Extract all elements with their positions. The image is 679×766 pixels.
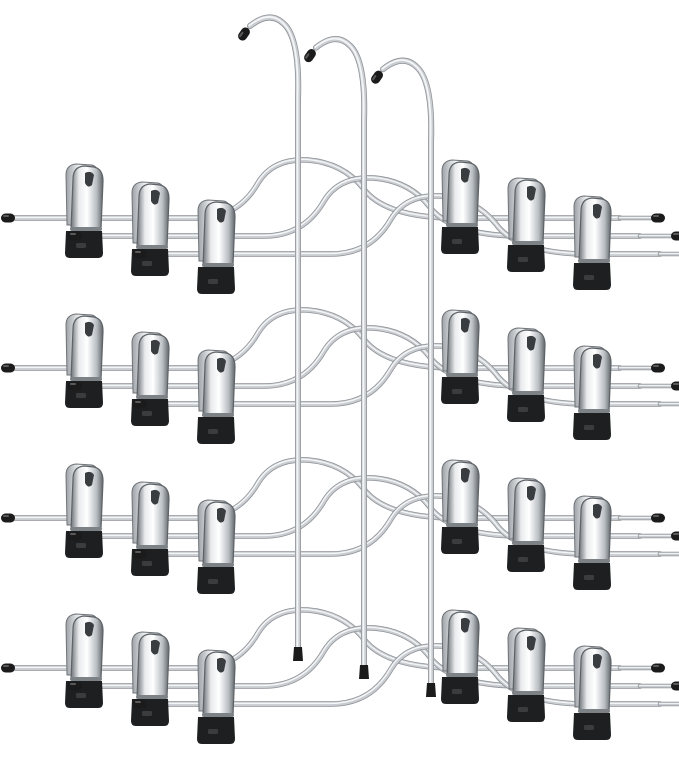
hanger-1-hook (247, 14, 302, 658)
hanger-3-tier-4-right-clip (573, 645, 612, 740)
hanger-2-hook (313, 36, 368, 676)
bar-rail (657, 551, 679, 557)
bar-rail (617, 665, 657, 671)
bar-end-cap-right (671, 231, 679, 241)
bar-rail (617, 215, 657, 221)
bar-rail (617, 515, 657, 521)
hanger-3-tier-4-left-clip (197, 649, 236, 744)
bar-end-cap-right (671, 531, 679, 541)
bar-end-cap-left (1, 513, 15, 523)
hanger-2-tier-4-left-clip (131, 631, 170, 726)
hanger-1-tier-2-bar (5, 307, 623, 371)
bar-rail (637, 383, 677, 389)
bar-end-cap-left (133, 699, 147, 709)
stem-bottom-cap (293, 647, 303, 661)
bar-end-cap-left (1, 363, 15, 373)
hook-tip-cap (238, 27, 250, 41)
bar-end-cap-left (133, 399, 147, 409)
bar-end-cap-right (651, 363, 665, 373)
hanger-3-tier-2-right-clip (573, 345, 612, 440)
hanger-3-tier-1-left-clip (197, 199, 236, 294)
bar-rail (637, 533, 677, 539)
hanger-1-tier-1-right-clip (441, 159, 480, 254)
hanger-2-tier-1-left-clip (131, 181, 170, 276)
hanger-1-tier-3-left-clip (65, 463, 104, 558)
hanger-2-tier-2-right-clip (507, 327, 546, 422)
bar-end-cap-left (133, 549, 147, 559)
hanger-1-tier-4-bar (5, 607, 623, 671)
bar-rail (637, 233, 677, 239)
hanger-1-tier-4-left-clip (65, 613, 104, 708)
wire-front-layer (1, 14, 679, 709)
bar-end-cap-left (133, 249, 147, 259)
hanger-2-tier-3-right-clip (507, 477, 546, 572)
hanger-1-tier-2-right-clip (441, 309, 480, 404)
bar-rail (657, 251, 679, 257)
hanger-3-hook (380, 57, 435, 694)
bar-end-cap-right (651, 513, 665, 523)
stem-bottom-cap (359, 665, 369, 679)
clips-layer (65, 159, 612, 744)
stem-bottom-cap (426, 683, 436, 697)
bar-rail (657, 401, 679, 407)
bar-end-cap-left (68, 231, 82, 241)
hanger-3-tier-1-right-clip (573, 195, 612, 290)
bar-end-cap-left (68, 381, 82, 391)
hanger-2-tier-3-left-clip (131, 481, 170, 576)
hanger-2-tier-1-right-clip (507, 177, 546, 272)
bar-end-cap-left (1, 663, 15, 673)
bar-end-cap-left (68, 531, 82, 541)
bar-end-cap-left (68, 681, 82, 691)
bar-end-cap-right (671, 381, 679, 391)
hanger-2-tier-4-right-clip (507, 627, 546, 722)
bar-rail (637, 683, 677, 689)
bar-end-cap-left (1, 213, 15, 223)
bar-rail (657, 701, 679, 707)
hanger-1-tier-3-right-clip (441, 459, 480, 554)
hanger-3-tier-2-left-clip (197, 349, 236, 444)
bar-end-cap-right (671, 681, 679, 691)
bar-end-cap-right (651, 663, 665, 673)
hanger-1-tier-2-left-clip (65, 313, 104, 408)
hanger-1-tier-3-bar (5, 457, 623, 521)
hanger-1-tier-1-left-clip (65, 163, 104, 258)
hanger-3-tier-3-right-clip (573, 495, 612, 590)
bar-end-cap-right (651, 213, 665, 223)
hook-tip-cap (371, 70, 383, 84)
hanger-3-tier-3-left-clip (197, 499, 236, 594)
hanger-2-tier-2-left-clip (131, 331, 170, 426)
bar-rail (617, 365, 657, 371)
hanger-1-tier-4-right-clip (441, 609, 480, 704)
hanger-1-tier-1-bar (5, 157, 623, 221)
hook-tip-cap (304, 49, 316, 63)
